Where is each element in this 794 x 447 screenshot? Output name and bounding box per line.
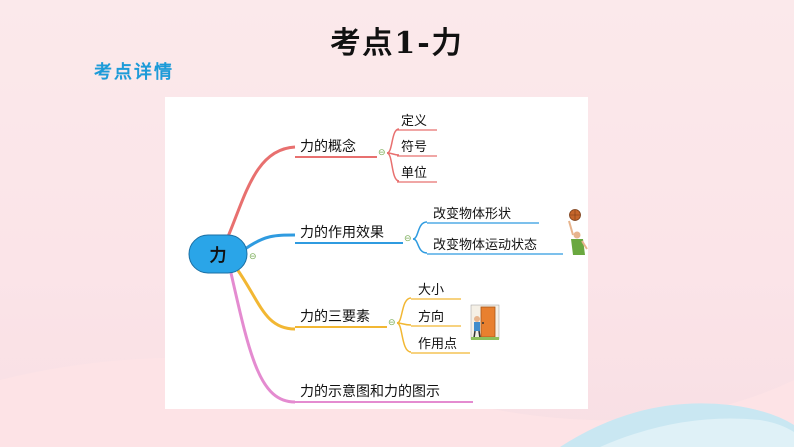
branch-connector-1 (225, 145, 296, 240)
leaf-connector-unit (386, 152, 400, 182)
diagram-mark (600, 418, 794, 447)
diagram-mark (571, 239, 585, 255)
diagram-mark (471, 337, 499, 340)
mindmap-panel: 力 ⊖ 力的概念 ⊖ 定义 符号 单位 力的作用效果 ⊖ 改变物体形状 改变物体… (165, 97, 588, 409)
leaf-change-shape: 改变物体形状 (433, 206, 511, 222)
collapse-toggle-concept: ⊖ (378, 148, 386, 158)
diagram-mark (473, 330, 476, 339)
branch-connector-2 (244, 233, 296, 251)
leaf-unit: 单位 (401, 166, 427, 181)
person-at-door-icon (470, 304, 500, 340)
leaf-definition: 定义 (401, 114, 427, 129)
branch-label-effect: 力的作用效果 (300, 225, 384, 241)
collapse-toggle-elements: ⊖ (388, 318, 396, 328)
diagram-mark (482, 322, 484, 324)
root-label: 力 (210, 245, 227, 266)
leaf-connector-shape (412, 221, 428, 240)
root-node (188, 234, 248, 274)
basketball-player-icon (568, 209, 588, 255)
leaf-connector-magnitude (396, 297, 412, 324)
diagram-mark (573, 231, 581, 239)
leaf-application-point: 作用点 (418, 337, 457, 352)
leaf-connector-point (396, 322, 412, 353)
branch-label-elements: 力的三要素 (300, 309, 370, 325)
branch-label-diagram: 力的示意图和力的图示 (300, 383, 440, 400)
leaf-change-motion: 改变物体运动状态 (433, 237, 537, 253)
branch-connector-4 (229, 272, 296, 404)
mindmap-diagram: 力 ⊖ 力的概念 ⊖ 定义 符号 单位 力的作用效果 ⊖ 改变物体形状 改变物体… (188, 114, 588, 404)
branch-label-concept: 力的概念 (300, 138, 356, 155)
collapse-toggle-effect: ⊖ (404, 234, 412, 244)
diagram-mark (581, 240, 588, 250)
diagram-mark (480, 306, 496, 338)
leaf-connector-definition (386, 128, 400, 154)
diagram-mark (570, 210, 580, 220)
branch-connector-3 (235, 268, 296, 331)
diagram-mark (478, 330, 481, 339)
diagram-mark (474, 316, 480, 322)
page-title: 考点1-力 (330, 26, 464, 61)
leaf-direction: 方向 (418, 309, 444, 325)
leaf-connector-motion (412, 238, 428, 254)
diagram-mark (568, 220, 574, 236)
leaf-symbol: 符号 (401, 139, 427, 155)
diagram-mark (474, 322, 480, 331)
leaf-magnitude: 大小 (418, 283, 444, 298)
collapse-toggle-root: ⊖ (249, 252, 257, 262)
section-subtitle: 考点详情 (94, 62, 174, 83)
